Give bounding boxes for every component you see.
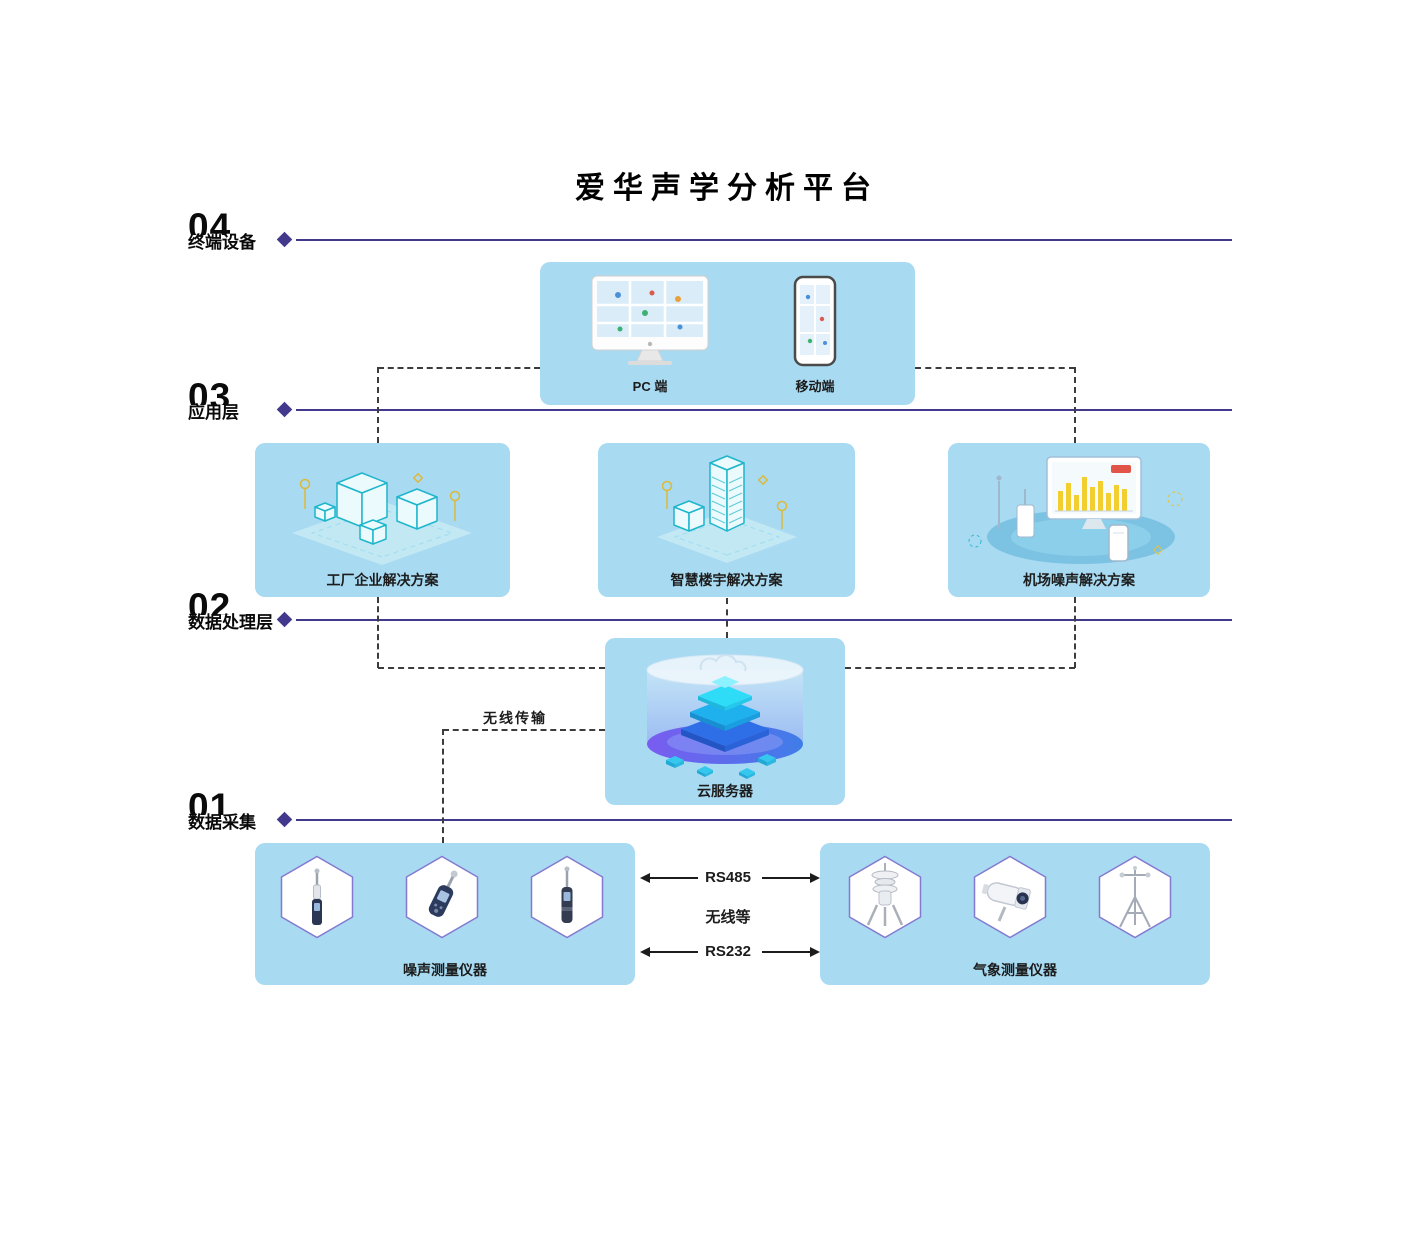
- terminal-devices-panel: PC 端 移动端: [540, 262, 915, 405]
- layer-label-processing: 数据处理层: [188, 613, 273, 632]
- connector-terminal-right: [915, 367, 1075, 369]
- wireless-etc-label: 无线等: [705, 909, 751, 926]
- mobile-label: 移动端: [795, 379, 835, 394]
- connector-wireless-vertical: [442, 729, 444, 843]
- layer-line-03: [296, 409, 1232, 411]
- layer-diamond-04: [276, 231, 293, 248]
- connector-middle-solution-cloud: [726, 598, 728, 638]
- layer-line-04: [296, 239, 1232, 241]
- noise-meter-icon: [530, 855, 604, 939]
- mobile-phone-icon: [793, 275, 837, 367]
- cloud-server-label: 云服务器: [697, 783, 753, 799]
- layer-label-application: 应用层: [188, 403, 239, 422]
- connector-left-solution-bottom: [377, 597, 379, 668]
- arrow-line-rs232-right: [762, 951, 810, 953]
- pc-label: PC 端: [632, 379, 668, 394]
- airport-solution-label: 机场噪声解决方案: [1023, 572, 1135, 588]
- arrow-line-rs232-left: [650, 951, 698, 953]
- airport-illustration: [968, 456, 1183, 569]
- connector-terminal-left: [378, 367, 540, 369]
- layer-number-02: 02: [188, 588, 232, 615]
- rs485-label: RS485: [705, 869, 751, 886]
- connector-right-solution-bottom: [1074, 597, 1076, 668]
- camera-icon: [973, 855, 1047, 939]
- layer-line-02: [296, 619, 1232, 621]
- arrow-line-rs485-left: [650, 877, 698, 879]
- arrow-right-rs232: [810, 947, 820, 957]
- layer-number-04: 04: [188, 208, 232, 235]
- wireless-transmission-label: 无线传输: [483, 710, 547, 726]
- weather-instruments-label: 气象测量仪器: [973, 962, 1057, 978]
- connector-cloud-right: [845, 667, 1075, 669]
- arrow-right-rs485: [810, 873, 820, 883]
- layer-line-01: [296, 819, 1232, 821]
- sound-level-meter-icon: [280, 855, 354, 939]
- layer-number-03: 03: [188, 378, 232, 405]
- arrow-left-rs232: [640, 947, 650, 957]
- layer-label-terminal: 终端设备: [188, 233, 256, 252]
- factory-solution-label: 工厂企业解决方案: [326, 572, 439, 588]
- page-title: 爱华声学分析平台: [575, 172, 879, 205]
- layer-number-01: 01: [188, 788, 232, 815]
- layer-label-collection: 数据采集: [188, 813, 256, 832]
- arrow-line-rs485-right: [762, 877, 810, 879]
- cloud-server-panel: 云服务器: [605, 638, 845, 805]
- anemometer-tripod-icon: [1098, 855, 1172, 939]
- weather-instruments-panel: 气象测量仪器: [820, 843, 1210, 985]
- noise-instruments-label: 噪声测量仪器: [403, 962, 487, 978]
- connector-cloud-left: [378, 667, 605, 669]
- pc-monitor-icon: [591, 275, 709, 365]
- noise-instruments-panel: 噪声测量仪器: [255, 843, 635, 985]
- factory-illustration: [292, 472, 472, 565]
- building-solution-label: 智慧楼宇解决方案: [670, 572, 783, 588]
- layer-diamond-03: [276, 401, 293, 418]
- building-solution-panel: 智慧楼宇解决方案: [598, 443, 855, 597]
- connector-right-solution-top: [1074, 367, 1076, 443]
- layer-diamond-01: [276, 811, 293, 828]
- connector-left-solution-top: [377, 367, 379, 443]
- handheld-noise-meter-icon: [405, 855, 479, 939]
- arrow-left-rs485: [640, 873, 650, 883]
- rs232-label: RS232: [705, 943, 751, 960]
- airport-solution-panel: 机场噪声解决方案: [948, 443, 1210, 597]
- building-illustration: [657, 455, 797, 563]
- cloud-server-illustration: [646, 654, 804, 779]
- factory-solution-panel: 工厂企业解决方案: [255, 443, 510, 597]
- weather-station-icon: [848, 855, 922, 939]
- connector-wireless-horizontal: [443, 729, 605, 731]
- layer-diamond-02: [276, 611, 293, 628]
